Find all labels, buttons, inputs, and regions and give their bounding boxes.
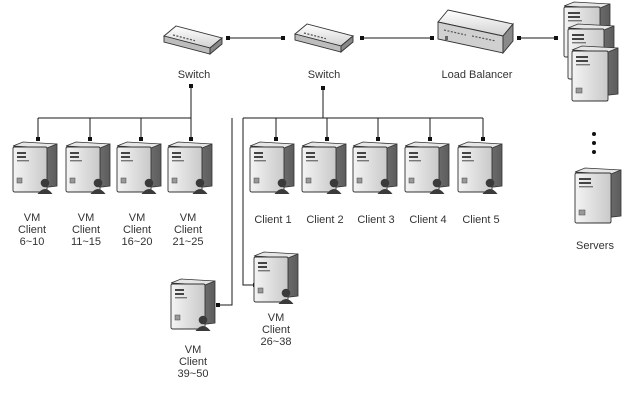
workstation-icon <box>404 141 450 195</box>
client-label: Client 1 <box>254 214 292 226</box>
workstation-icon <box>12 141 58 195</box>
workstation-icon <box>170 278 216 332</box>
switch-left-label: Switch <box>177 69 211 81</box>
workstation-icon <box>249 141 295 195</box>
load-balancer-label: Load Balancer <box>441 69 513 81</box>
workstation-icon <box>352 141 398 195</box>
server-icon <box>574 167 622 224</box>
workstation-icon <box>301 141 347 195</box>
workstation-icon <box>65 141 111 195</box>
client-label: Client 2 <box>306 214 344 226</box>
client-label: Client 4 <box>409 214 447 226</box>
servers-label: Servers <box>576 240 614 252</box>
client-label: Client 3 <box>357 214 395 226</box>
client-label: Client 5 <box>462 214 500 226</box>
switch-right-label: Switch <box>307 69 341 81</box>
server-icon <box>571 45 619 102</box>
workstation-icon <box>253 251 299 305</box>
workstation-icon <box>457 141 503 195</box>
workstation-icon <box>167 141 213 195</box>
switch-left-icon <box>163 25 223 55</box>
load-balancer-icon <box>437 9 514 55</box>
workstation-icon <box>116 141 162 195</box>
switch-right-icon <box>294 23 354 53</box>
connection-lines <box>37 37 556 306</box>
ellipsis-dots <box>592 132 596 154</box>
